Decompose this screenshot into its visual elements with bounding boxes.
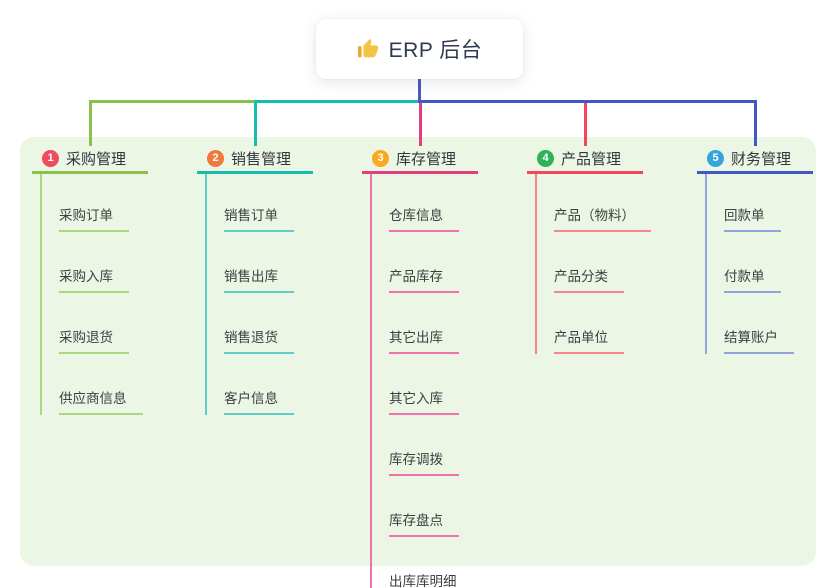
child-label: 采购退货 [59,329,129,354]
branch-3: 3 库存管理仓库信息产品库存其它出库其它入库库存调拨库存盘点出库库明细 [362,146,478,588]
branch-number-badge: 5 [707,150,724,167]
branch-4: 4 产品管理产品（物料） 产品分类产品单位 [527,146,651,354]
branch-node[interactable]: 4 产品管理 [527,146,643,174]
child-label: 产品分类 [554,268,624,293]
branch-1: 1 采购管理采购订单采购入库采购退货供应商信息 [32,146,148,415]
child-node[interactable]: 其它入库 [372,354,478,415]
branch-label: 销售管理 [231,151,292,168]
child-node[interactable]: 销售订单 [207,174,313,232]
connector-line [89,100,92,146]
connector-line [419,100,757,103]
branch-children: 销售订单销售出库销售退货客户信息 [205,174,313,415]
child-node[interactable]: 产品（物料） [537,174,651,232]
branch-node[interactable]: 5 财务管理 [697,146,813,174]
branch-node[interactable]: 3 库存管理 [362,146,478,174]
child-node[interactable]: 采购退货 [42,293,148,354]
child-label: 其它入库 [389,390,459,415]
child-label: 销售退货 [224,329,294,354]
child-node[interactable]: 销售退货 [207,293,313,354]
child-node[interactable]: 产品单位 [537,293,643,354]
child-label: 产品库存 [389,268,459,293]
connector-line [254,100,257,146]
child-label: 仓库信息 [389,207,459,232]
connector-line [584,100,587,146]
connector-line [419,100,422,146]
child-node[interactable]: 采购入库 [42,232,148,293]
child-label: 结算账户 [724,329,794,354]
branch-label: 库存管理 [396,151,457,168]
branches-panel: 1 采购管理采购订单采购入库采购退货供应商信息 2 销售管理销售订单销售出库销售退货客… [20,137,816,588]
branch-5: 5 财务管理回款单付款单结算账户 [697,146,813,354]
connector-line [89,100,257,103]
child-label: 库存调拨 [389,451,459,476]
thumbs-up-icon [357,38,378,58]
child-node[interactable]: 付款单 [707,232,813,293]
branch-node[interactable]: 2 销售管理 [197,146,313,174]
branch-children: 仓库信息产品库存其它出库其它入库库存调拨库存盘点出库库明细 [370,174,478,588]
branch-label: 采购管理 [66,151,127,168]
branch-number-badge: 1 [42,150,59,167]
child-label: 销售订单 [224,207,294,232]
child-label: 销售出库 [224,268,294,293]
branch-number-badge: 3 [372,150,389,167]
branch-label: 财务管理 [731,151,792,168]
child-node[interactable]: 其它出库 [372,293,478,354]
root-node[interactable]: ERP 后台 [316,19,523,79]
child-label: 付款单 [724,268,781,293]
child-node[interactable]: 产品库存 [372,232,478,293]
child-node[interactable]: 结算账户 [707,293,813,354]
child-node[interactable]: 仓库信息 [372,174,478,232]
child-label: 产品（物料） [554,207,651,232]
branch-node[interactable]: 1 采购管理 [32,146,148,174]
branch-children: 产品（物料） 产品分类产品单位 [535,174,651,354]
child-node[interactable]: 销售出库 [207,232,313,293]
child-node[interactable]: 库存盘点 [372,476,478,537]
branch-number-badge: 2 [207,150,224,167]
child-label: 供应商信息 [59,390,143,415]
connector-line [418,79,421,103]
connector-line [254,100,422,103]
child-node[interactable]: 回款单 [707,174,813,232]
child-label: 采购订单 [59,207,129,232]
child-label: 产品单位 [554,329,624,354]
child-node[interactable]: 出库库明细 [372,537,478,588]
child-label: 其它出库 [389,329,459,354]
branch-children: 回款单付款单结算账户 [705,174,813,354]
child-label: 库存盘点 [389,512,459,537]
connector-line [754,100,757,146]
child-label: 采购入库 [59,268,129,293]
child-node[interactable]: 采购订单 [42,174,148,232]
child-node[interactable]: 客户信息 [207,354,313,415]
child-label: 客户信息 [224,390,294,415]
child-node[interactable]: 产品分类 [537,232,643,293]
child-label: 出库库明细 [389,573,473,588]
child-label: 回款单 [724,207,781,232]
child-node[interactable]: 库存调拨 [372,415,478,476]
child-node[interactable]: 供应商信息 [42,354,148,415]
branch-label: 产品管理 [561,151,622,168]
branch-children: 采购订单采购入库采购退货供应商信息 [40,174,148,415]
branch-number-badge: 4 [537,150,554,167]
root-label: ERP 后台 [388,39,483,62]
branch-2: 2 销售管理销售订单销售出库销售退货客户信息 [197,146,313,415]
